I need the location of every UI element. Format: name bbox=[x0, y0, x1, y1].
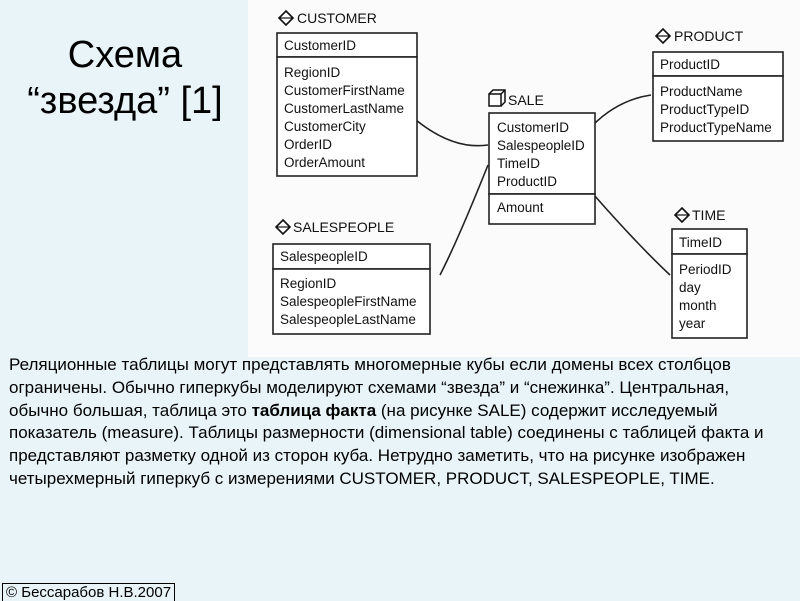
table-customer: CUSTOMER CustomerID RegionID CustomerFir… bbox=[276, 9, 418, 177]
slide-title: Схема “звезда” [1] bbox=[0, 32, 250, 124]
field: CustomerFirstName bbox=[284, 83, 405, 98]
relation-salespeople-sale bbox=[439, 164, 489, 276]
diamond-table-icon bbox=[274, 218, 292, 236]
diamond-table-icon bbox=[277, 9, 295, 27]
field: Amount bbox=[497, 200, 544, 215]
field: day bbox=[679, 280, 701, 295]
title-line-1: Схема bbox=[67, 34, 183, 76]
key-field: SalespeopleID bbox=[497, 138, 585, 153]
table-salespeople: SALESPEOPLE SalespeopleID RegionID Sales… bbox=[272, 218, 431, 335]
field: month bbox=[679, 298, 717, 313]
field: CustomerCity bbox=[284, 119, 366, 134]
body-paragraph: Реляционные таблицы могут представлять м… bbox=[9, 354, 789, 491]
table-sale: SALE CustomerID SalespeopleID TimeID Pro… bbox=[488, 89, 596, 225]
table-title: SALE bbox=[508, 92, 544, 108]
copyright-footer: © Бессарабов Н.В.2007 bbox=[2, 583, 176, 601]
table-product: PRODUCT ProductID ProductName ProductTyp… bbox=[652, 27, 784, 142]
field: CustomerLastName bbox=[284, 101, 404, 116]
key-field: CustomerID bbox=[284, 38, 356, 53]
diamond-table-icon bbox=[673, 206, 691, 224]
key-field: ProductID bbox=[660, 57, 720, 72]
field: ProductTypeID bbox=[660, 102, 750, 117]
field: RegionID bbox=[284, 65, 341, 80]
relation-time-sale bbox=[593, 194, 671, 276]
table-title: CUSTOMER bbox=[297, 10, 377, 26]
field: year bbox=[679, 316, 706, 331]
table-title: PRODUCT bbox=[674, 28, 744, 44]
table-time: TIME TimeID PeriodID day month year bbox=[671, 206, 748, 339]
field: ProductTypeName bbox=[660, 120, 772, 135]
key-field: TimeID bbox=[497, 156, 540, 171]
field: SalespeopleLastName bbox=[280, 312, 416, 327]
field: RegionID bbox=[280, 276, 337, 291]
field: OrderID bbox=[284, 137, 332, 152]
body-text-bold: таблица факта bbox=[251, 400, 377, 420]
table-title: SALESPEOPLE bbox=[293, 219, 394, 235]
body-text-part-2: (на рисунке SALE) содержит исследуемый п… bbox=[9, 400, 764, 488]
field: ProductName bbox=[660, 84, 743, 99]
field: OrderAmount bbox=[284, 155, 365, 170]
key-field: SalespeopleID bbox=[280, 249, 368, 264]
field: SalespeopleFirstName bbox=[280, 294, 417, 309]
key-field: CustomerID bbox=[497, 120, 569, 135]
key-field: TimeID bbox=[679, 235, 722, 250]
relation-customer-sale bbox=[415, 119, 489, 147]
title-line-2: “звезда” [1] bbox=[27, 80, 223, 122]
star-schema-diagram: CUSTOMER CustomerID RegionID CustomerFir… bbox=[248, 0, 800, 357]
cube-table-icon bbox=[488, 89, 506, 107]
relation-product-sale bbox=[592, 94, 652, 126]
field: PeriodID bbox=[679, 262, 732, 277]
body-text-part-1: Реляционные таблицы могут представлять м… bbox=[9, 355, 731, 420]
key-field: ProductID bbox=[497, 174, 557, 189]
table-title: TIME bbox=[692, 207, 725, 223]
diamond-table-icon bbox=[654, 27, 672, 45]
